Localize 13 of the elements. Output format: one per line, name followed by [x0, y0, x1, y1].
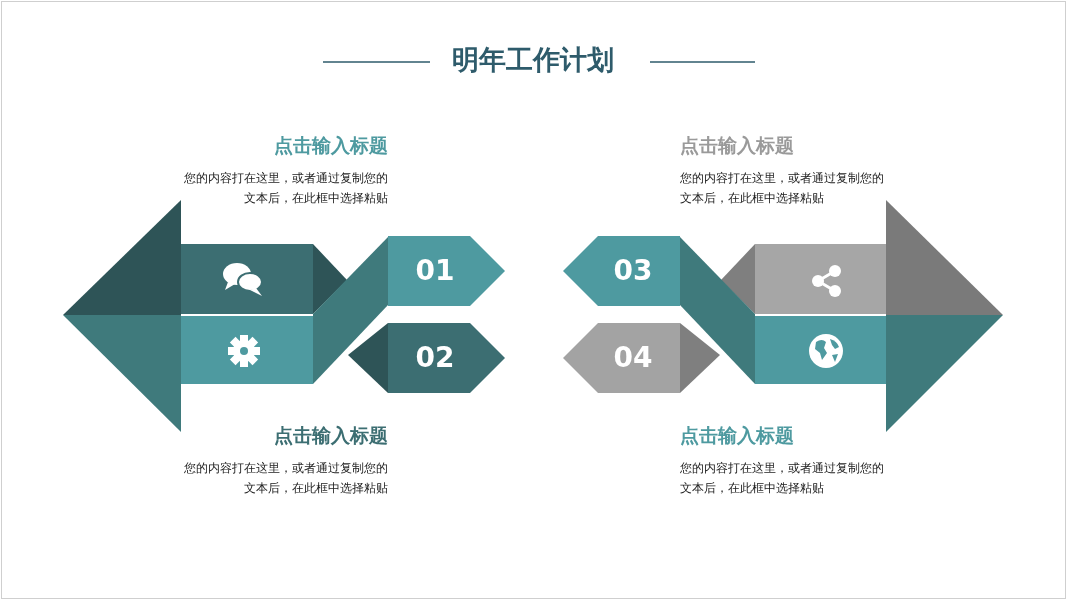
body-text: 您的内容打在这里，或者通过复制您的文本后，在此框中选择粘贴	[183, 170, 388, 207]
body-text: 您的内容打在这里，或者通过复制您的文本后，在此框中选择粘贴	[680, 460, 885, 497]
section-heading: 点击输入标题	[680, 133, 795, 158]
number-tag: 02	[388, 323, 506, 393]
number-tag: 01	[388, 236, 506, 306]
body-text: 您的内容打在这里，或者通过复制您的文本后，在此框中选择粘贴	[680, 170, 885, 207]
section-heading: 点击输入标题	[273, 133, 388, 158]
title: 明年工作计划	[451, 43, 615, 77]
number-tag: 04	[562, 323, 680, 393]
body-text: 您的内容打在这里，或者通过复制您的文本后，在此框中选择粘贴	[183, 460, 388, 497]
section-heading: 点击输入标题	[680, 423, 795, 448]
number-tag: 03	[562, 236, 680, 306]
section-heading: 点击输入标题	[273, 423, 388, 448]
